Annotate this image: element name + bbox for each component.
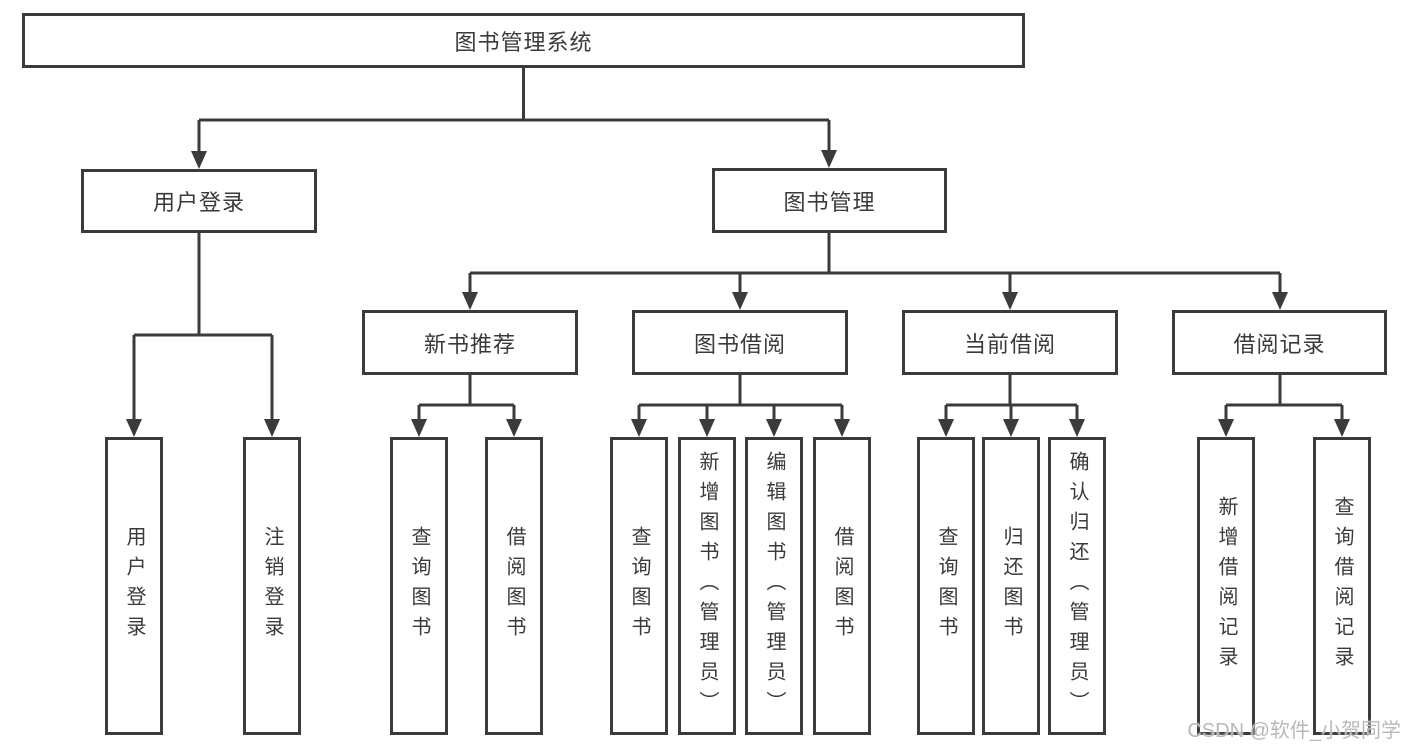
node-current-borrowing: 当前借阅 [902, 310, 1118, 375]
connector-paths [132, 68, 1344, 423]
leaf-add-borrow-record: 新增借阅记录 [1197, 437, 1255, 735]
leaf-edit-books-admin: 编辑图书（管理员） [745, 437, 803, 735]
node-borrowing-records: 借阅记录 [1172, 310, 1387, 375]
leaf-confirm-return-admin: 确认归还（管理员） [1048, 437, 1106, 735]
leaf-return-books: 归还图书 [982, 437, 1040, 735]
csdn-watermark: CSDN @软件_小贺同学 [1187, 720, 1401, 742]
leaf-query-books-current: 查询图书 [917, 437, 975, 735]
leaf-borrow-books-recommend: 借阅图书 [485, 437, 543, 735]
leaf-user-login: 用户登录 [105, 437, 163, 735]
leaf-query-books-recommend: 查询图书 [390, 437, 448, 735]
arrowheads [126, 150, 1350, 437]
node-library-management-system: 图书管理系统 [22, 13, 1025, 68]
leaf-query-borrow-record: 查询借阅记录 [1313, 437, 1371, 735]
node-new-book-recommendation: 新书推荐 [362, 310, 578, 375]
leaf-query-books-borrowing: 查询图书 [610, 437, 668, 735]
leaf-logout: 注销登录 [243, 437, 301, 735]
node-book-management: 图书管理 [712, 168, 947, 233]
leaf-borrow-books: 借阅图书 [813, 437, 871, 735]
leaf-add-books-admin: 新增图书（管理员） [678, 437, 736, 735]
node-book-borrowing: 图书借阅 [632, 310, 848, 375]
node-user-login: 用户登录 [81, 169, 317, 233]
